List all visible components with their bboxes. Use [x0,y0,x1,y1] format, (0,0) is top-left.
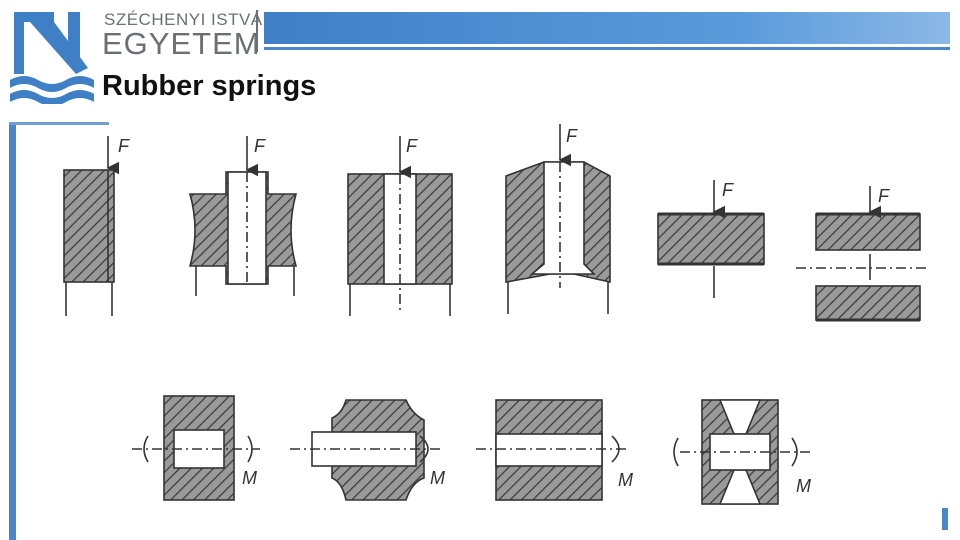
slide-frame-right [942,508,948,530]
moment-label-4: M [796,476,811,496]
moment-label-2: M [430,468,445,488]
slide-title: Rubber springs [102,70,317,102]
rubber-springs-diagram: F F F F F F M M M M [63,124,930,505]
force-label-5: F [722,180,734,200]
header-underline [264,47,950,50]
force-label-2: F [254,136,266,156]
spring-torsion-conical [673,399,810,505]
spring-waisted-bush [188,136,298,296]
logo-divider [256,10,258,52]
spring-tall-bush [347,136,453,316]
slide-frame-top [9,122,109,125]
force-label-6: F [878,186,890,206]
spring-torsion-waisted [290,399,440,501]
spring-shear-sandwich [796,186,930,322]
spring-solid-bush [63,136,120,316]
force-label-1: F [118,136,130,156]
university-name-line2: EGYETEM [102,26,261,61]
force-label-4: F [566,126,578,146]
spring-tapered-bush [505,124,611,314]
force-label-3: F [406,136,418,156]
spring-torsion-straight [132,395,260,501]
spring-torsion-long [476,399,630,501]
spring-sandwich-block [657,180,765,298]
slide-frame-left [9,122,16,540]
university-logo [8,8,94,104]
moment-label-3: M [618,470,633,490]
header-bar [264,12,950,44]
moment-label-1: M [242,468,257,488]
university-name-line1: SZÉCHENYI ISTVÁN [104,10,276,29]
